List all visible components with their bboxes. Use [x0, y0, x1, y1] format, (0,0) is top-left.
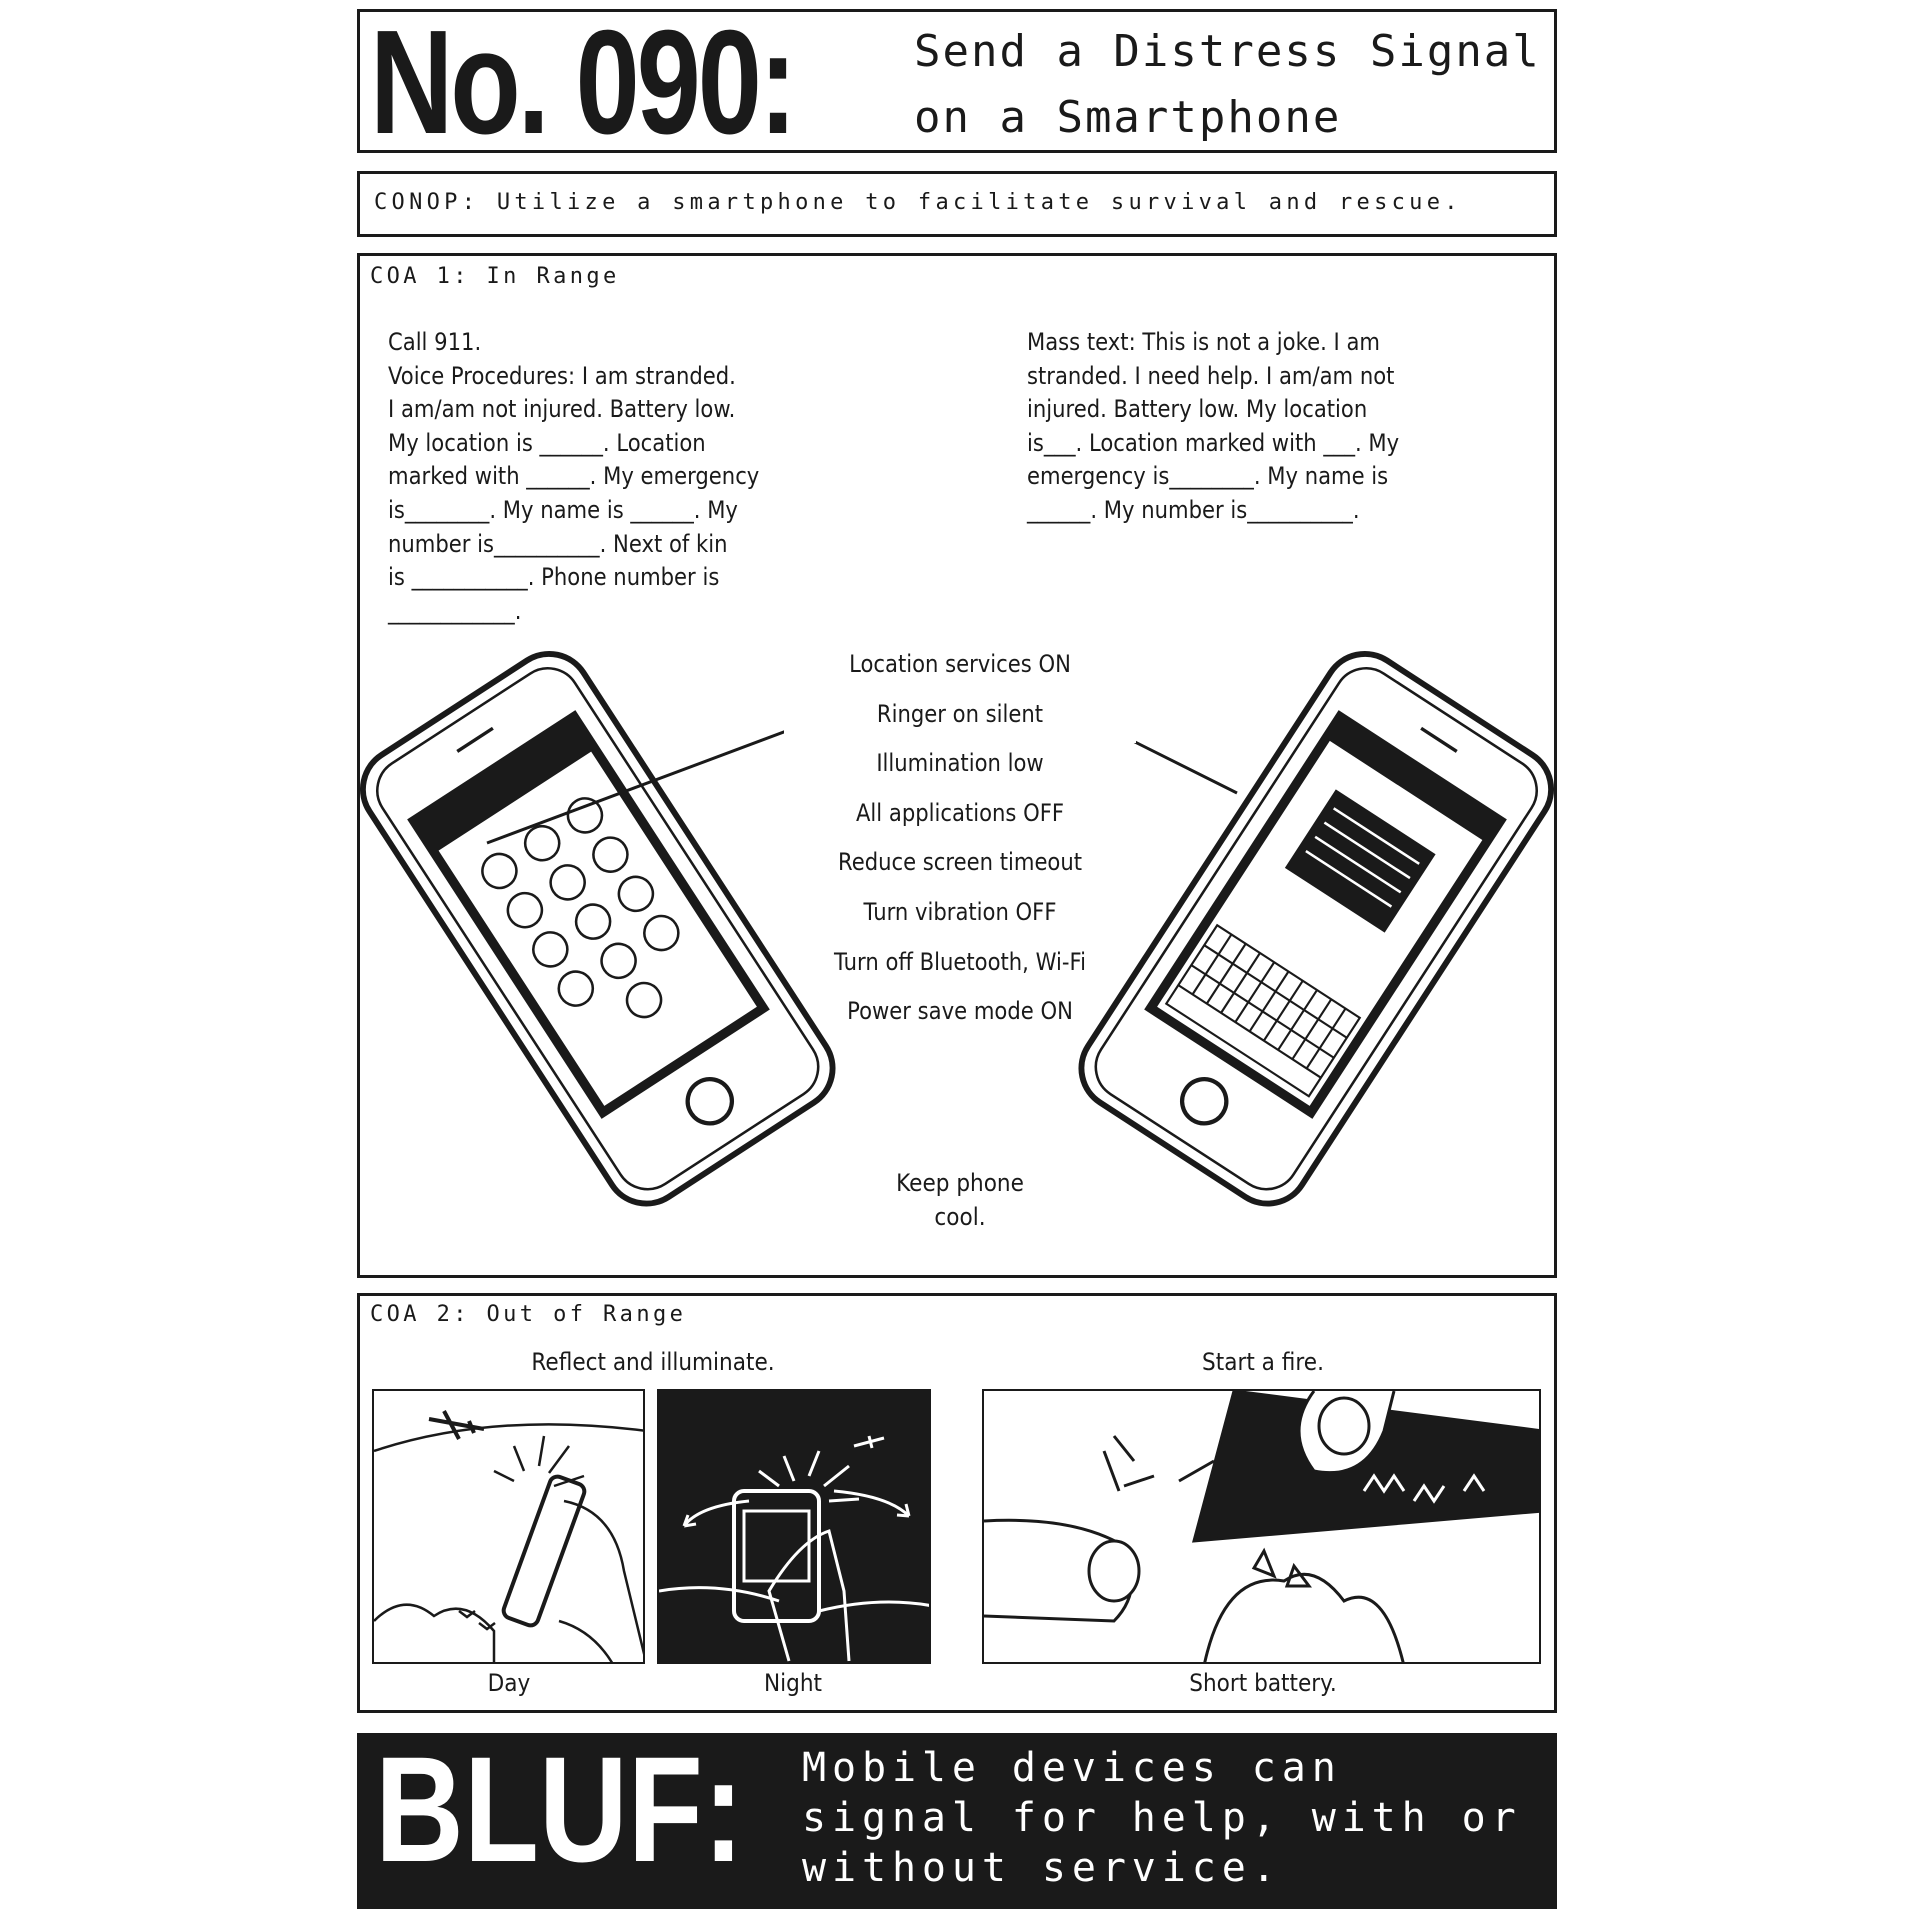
fire-panel	[982, 1389, 1541, 1664]
mass-text-line: is___. Location marked with ___. My	[1027, 428, 1400, 457]
fire-caption: Short battery.	[1189, 1669, 1337, 1697]
voice-line: is________. My name is ______. My	[388, 495, 738, 524]
title-box: No. 090: Send a Distress Signal on a Sma…	[357, 0, 1557, 165]
title-line-1: Send a Distress Signal	[914, 26, 1541, 77]
setting-item: Turn off Bluetooth, Wi-Fi	[833, 947, 1087, 976]
entry-number: No. 090:	[370, 0, 797, 165]
phones-illustration	[359, 650, 1555, 1207]
night-panel	[657, 1389, 931, 1664]
coa2-label: COA 2: Out of Range	[370, 1302, 687, 1327]
setting-item: Turn vibration OFF	[863, 897, 1057, 926]
voice-line: ____________.	[388, 596, 522, 625]
mass-text-line: emergency is________. My name is	[1027, 462, 1389, 491]
right-phone-keyboard-illustration	[1078, 650, 1555, 1207]
bluf-box: BLUF: Mobile devices can signal for help…	[357, 1725, 1557, 1909]
conop-text: CONOP: Utilize a smartphone to facilitat…	[374, 190, 1462, 215]
mass-text-line: ______. My number is__________.	[1027, 495, 1360, 524]
voice-procedures-text: Call 911. Voice Procedures: I am strande…	[388, 326, 759, 628]
keep-phone-cool: Keep phone cool.	[870, 1166, 1050, 1234]
setting-item: Illumination low	[876, 749, 1044, 778]
bluf-label: BLUF:	[375, 1725, 744, 1893]
voice-line: My location is ______. Location	[388, 428, 706, 457]
mass-text-line: stranded. I need help. I am/am not	[1027, 361, 1395, 390]
phone-settings-list: Location services ON Ringer on silent Il…	[760, 644, 1160, 1041]
bluf-line-2: signal for help, with or	[802, 1795, 1522, 1841]
coa1-label: COA 1: In Range	[370, 264, 620, 289]
fire-starting-illustration	[984, 1391, 1539, 1662]
setting-item: All applications OFF	[855, 798, 1065, 827]
fire-heading: Start a fire.	[1202, 1348, 1324, 1376]
title-line-2: on a Smartphone	[914, 92, 1342, 143]
keep-cool-line: Keep phone	[896, 1169, 1024, 1197]
night-caption: Night	[763, 1669, 823, 1697]
voice-line: is ___________. Phone number is	[388, 563, 720, 592]
day-panel	[372, 1389, 645, 1664]
night-signal-illustration	[659, 1435, 929, 1662]
setting-item: Ringer on silent	[784, 693, 1136, 744]
mass-text-line: Mass text: This is not a joke. I am	[1027, 328, 1380, 356]
day-caption: Day	[487, 1669, 531, 1697]
conop-box: CONOP: Utilize a smartphone to facilitat…	[357, 171, 1557, 237]
setting-item: Reduce screen timeout	[837, 848, 1083, 877]
voice-line: I am/am not injured. Battery low.	[388, 395, 736, 424]
bluf-line-1: Mobile devices can	[802, 1745, 1342, 1791]
setting-item: Location services ON	[849, 650, 1071, 678]
mass-text-message: Mass text: This is not a joke. I am stra…	[1027, 326, 1399, 528]
bluf-line-3: without service.	[802, 1845, 1282, 1891]
voice-line: Call 911.	[388, 328, 482, 356]
setting-item: Power save mode ON	[847, 997, 1073, 1026]
keep-cool-line: cool.	[934, 1203, 986, 1231]
mass-text-line: injured. Battery low. My location	[1027, 395, 1368, 424]
voice-line: marked with ______. My emergency	[388, 462, 760, 491]
day-signal-illustration	[374, 1410, 643, 1662]
voice-line: Voice Procedures: I am stranded.	[388, 361, 736, 390]
voice-line: number is__________. Next of kin	[388, 529, 728, 558]
reflect-heading: Reflect and illuminate.	[531, 1348, 775, 1376]
left-phone-dialpad-illustration	[359, 650, 836, 1207]
